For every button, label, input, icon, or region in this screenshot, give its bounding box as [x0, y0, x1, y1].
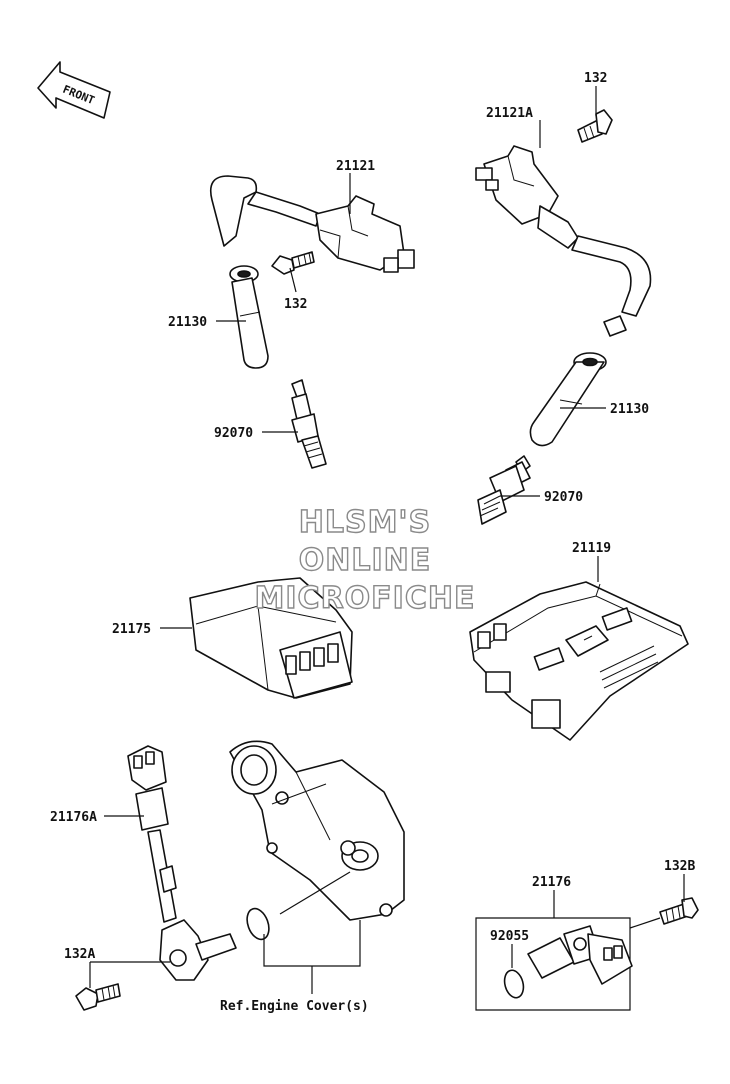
sensor-21176[interactable] [527, 925, 633, 985]
spark-plug-92070-left[interactable] [291, 379, 327, 469]
control-unit-21175[interactable] [189, 577, 353, 699]
label-92070-right: 92070 [544, 490, 583, 505]
bolt-132B[interactable] [659, 897, 699, 925]
label-21176A: 21176A [50, 810, 97, 825]
ignition-coil-right[interactable] [475, 145, 652, 337]
bolt-132-right[interactable] [577, 109, 613, 143]
ignition-coil-left[interactable] [209, 175, 415, 273]
watermark-line2: ONLINE [299, 543, 432, 578]
plug-cap-21130-left[interactable] [229, 265, 269, 369]
label-132B: 132B [664, 859, 695, 874]
o-ring-cover[interactable] [243, 906, 273, 943]
watermark-line1: HLSM'S [299, 505, 431, 540]
label-21130-right: 21130 [610, 402, 649, 417]
bolt-132A[interactable] [75, 983, 121, 1011]
label-92070-left: 92070 [214, 426, 253, 441]
watermark: HLSM'S ONLINE MICROFICHE [254, 504, 476, 616]
label-21130-left: 21130 [168, 315, 207, 330]
bolt-132-left[interactable] [271, 251, 315, 275]
spark-plug-92070-right[interactable] [477, 455, 531, 525]
label-132-left: 132 [284, 297, 307, 312]
label-21119: 21119 [572, 541, 611, 556]
leader-lines [89, 86, 685, 994]
plug-cap-21130-right[interactable] [529, 352, 607, 447]
label-21176: 21176 [532, 875, 571, 890]
o-ring-92055[interactable] [502, 968, 527, 1000]
label-92055: 92055 [490, 929, 529, 944]
engine-cover [229, 740, 405, 921]
label-21121A: 21121A [486, 106, 533, 121]
watermark-line3: MICROFICHE [255, 581, 476, 616]
label-132A: 132A [64, 947, 95, 962]
label-132-right: 132 [584, 71, 607, 86]
front-arrow-icon: FRONT [37, 61, 111, 119]
label-ref-engine-cover: Ref.Engine Cover(s) [220, 999, 369, 1014]
sensor-21176A[interactable] [127, 745, 237, 981]
label-21175: 21175 [112, 622, 151, 637]
label-21121: 21121 [336, 159, 375, 174]
sensor-21176-box [475, 917, 631, 1011]
ecu-21119[interactable] [469, 581, 689, 741]
